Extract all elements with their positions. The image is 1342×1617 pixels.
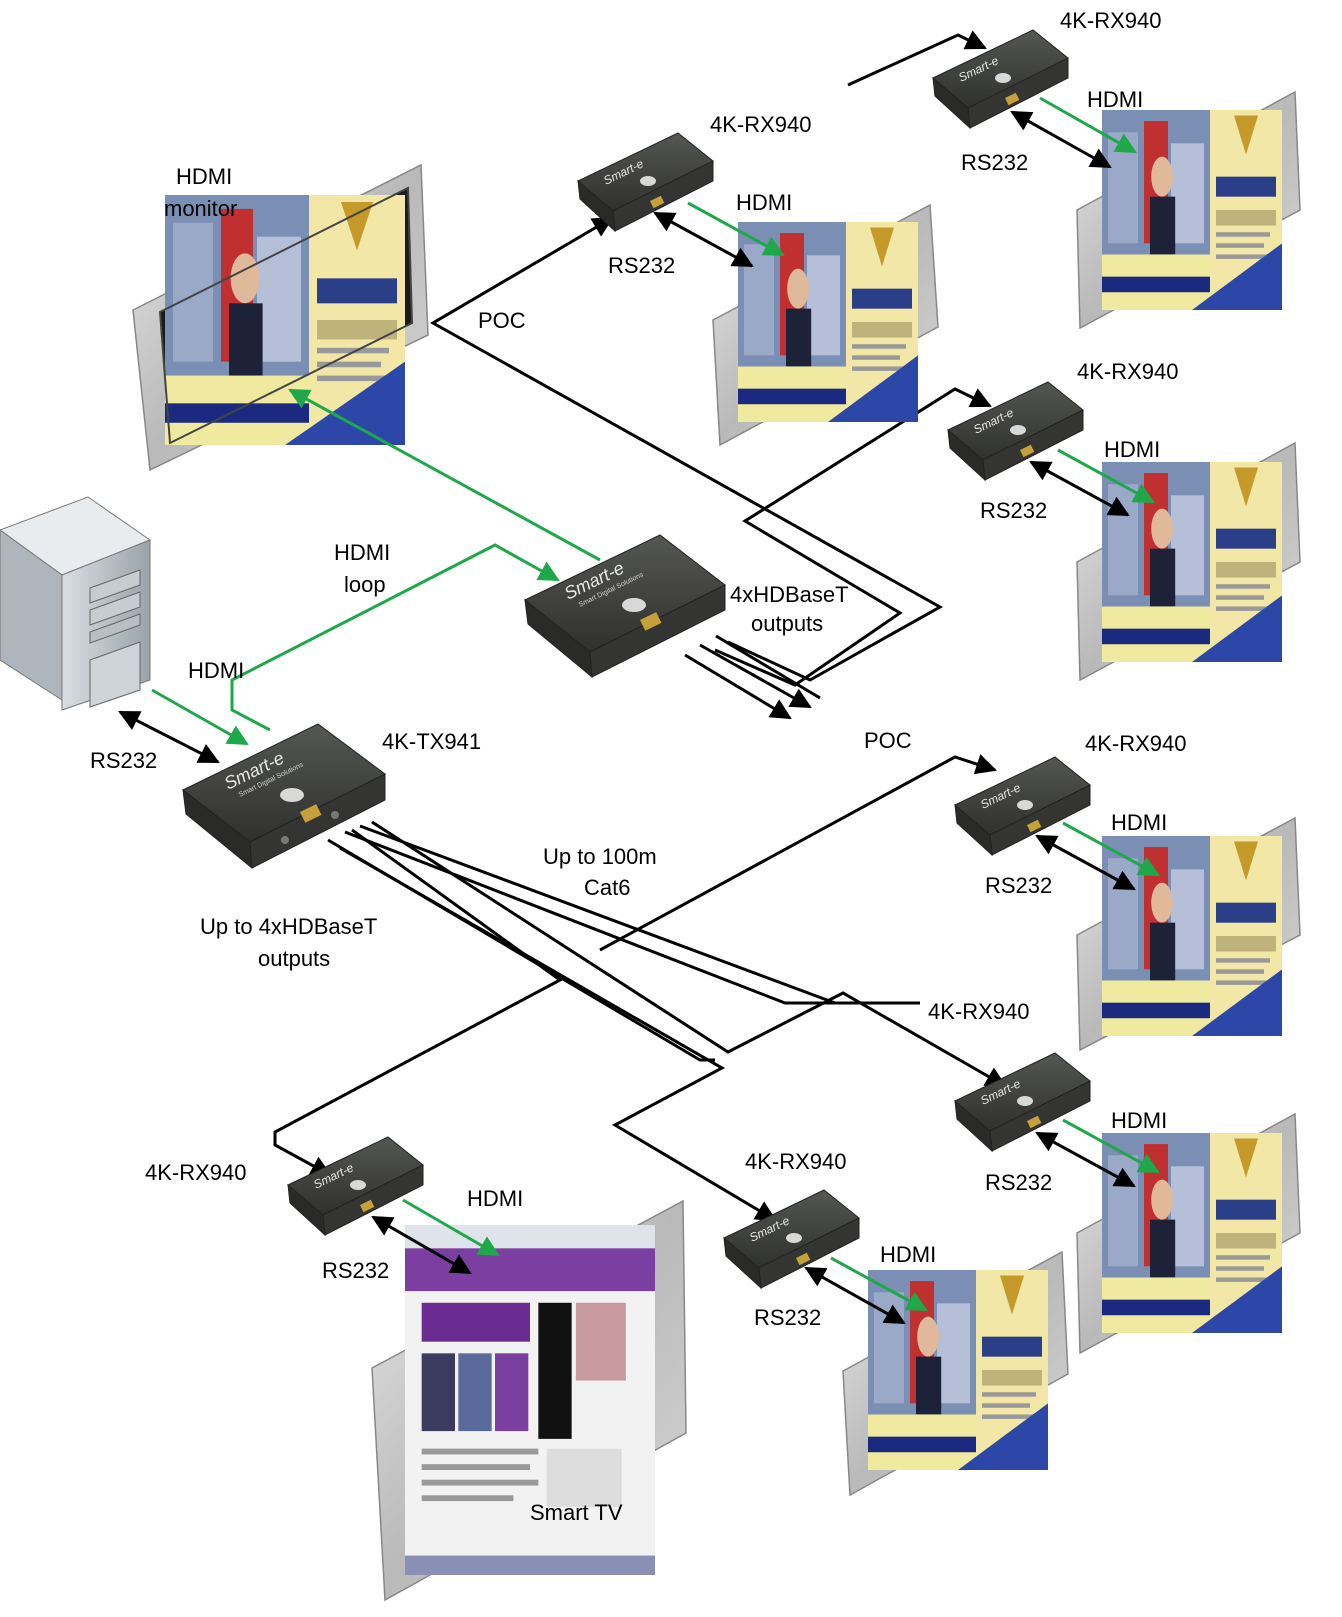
rx6-hdmi-label: HDMI — [880, 1242, 936, 1267]
poc-label-top: POC — [478, 308, 526, 333]
splitter-outputs-label-1: 4xHDBaseT — [730, 582, 849, 607]
rx3-model-label: 4K-RX940 — [1077, 359, 1179, 384]
rx2-model-label: 4K-RX940 — [1060, 8, 1162, 33]
hdmi-loop-label-2: loop — [344, 572, 386, 597]
display-rx6 — [842, 1250, 1069, 1497]
rx3-rs232-label: RS232 — [980, 498, 1047, 523]
pc-tower — [0, 496, 152, 711]
display-rx2 — [1076, 90, 1301, 330]
rx6-model-label: 4K-RX940 — [745, 1149, 847, 1174]
smart-tv — [371, 1199, 687, 1602]
receiver-box-3: Smart-e — [947, 381, 1084, 482]
cat6-cables — [273, 30, 1007, 1222]
rx5-model-label: 4K-RX940 — [928, 999, 1030, 1024]
poc-label-mid: POC — [864, 728, 912, 753]
rx2-rs232-label: RS232 — [961, 150, 1028, 175]
transmitter-4k-tx941: Smart-e Smart Digital Solutions — [182, 723, 386, 870]
rx4-hdmi-label: HDMI — [1111, 810, 1167, 835]
hdbaset-splitter: Smart-e Smart Digital Solutions — [524, 534, 726, 679]
receiver-box-2: Smart-e — [932, 29, 1069, 130]
rx7-rs232-label: RS232 — [322, 1258, 389, 1283]
receiver-box-6: Smart-e — [723, 1189, 860, 1290]
cable-length-label-2: Cat6 — [584, 875, 630, 900]
display-rx4 — [1076, 816, 1301, 1052]
hdmi-input-label: HDMI — [188, 658, 244, 683]
rx5-rs232-label: RS232 — [985, 1170, 1052, 1195]
hdmi-monitor — [132, 163, 429, 472]
rx7-hdmi-label: HDMI — [467, 1186, 523, 1211]
labels: HDMI monitor HDMI loop HDMI RS232 4K-TX9… — [90, 8, 1187, 1525]
tx-model-label: 4K-TX941 — [382, 729, 481, 754]
rx1-rs232-label: RS232 — [608, 253, 675, 278]
rx5-hdmi-label: HDMI — [1111, 1108, 1167, 1133]
rx7-model-label: 4K-RX940 — [145, 1160, 247, 1185]
sds-logo-icon — [280, 788, 304, 802]
smart-tv-label: Smart TV — [530, 1500, 623, 1525]
sds-logo-icon — [622, 598, 646, 612]
rx4-model-label: 4K-RX940 — [1085, 731, 1187, 756]
rx6-rs232-label: RS232 — [754, 1305, 821, 1330]
outputs-label-1: Up to 4xHDBaseT — [200, 914, 377, 939]
outputs-label-2: outputs — [258, 946, 330, 971]
splitter-outputs-label-2: outputs — [751, 611, 823, 636]
rx4-rs232-label: RS232 — [985, 873, 1052, 898]
cable-length-label-1: Up to 100m — [543, 844, 657, 869]
hdmi-monitor-label-1: HDMI — [176, 164, 232, 189]
receiver-box-7: Smart-e — [287, 1136, 424, 1237]
rx2-hdmi-label: HDMI — [1087, 87, 1143, 112]
receiver-box-4: Smart-e — [954, 756, 1091, 857]
rx1-hdmi-label: HDMI — [736, 190, 792, 215]
display-rx3 — [1076, 441, 1301, 682]
hdmi-loop-label-1: HDMI — [334, 540, 390, 565]
display-rx5 — [1076, 1112, 1301, 1355]
rs232-arrows — [118, 110, 1136, 1325]
receiver-box-1: Smart-e — [577, 132, 714, 233]
receiver-box-5: Smart-e — [954, 1052, 1091, 1153]
hdmi-monitor-label-2: monitor — [164, 196, 237, 221]
rx1-model-label: 4K-RX940 — [710, 112, 812, 137]
rx3-hdmi-label: HDMI — [1104, 437, 1160, 462]
display-rx1 — [712, 203, 939, 447]
rs232-input-label: RS232 — [90, 748, 157, 773]
